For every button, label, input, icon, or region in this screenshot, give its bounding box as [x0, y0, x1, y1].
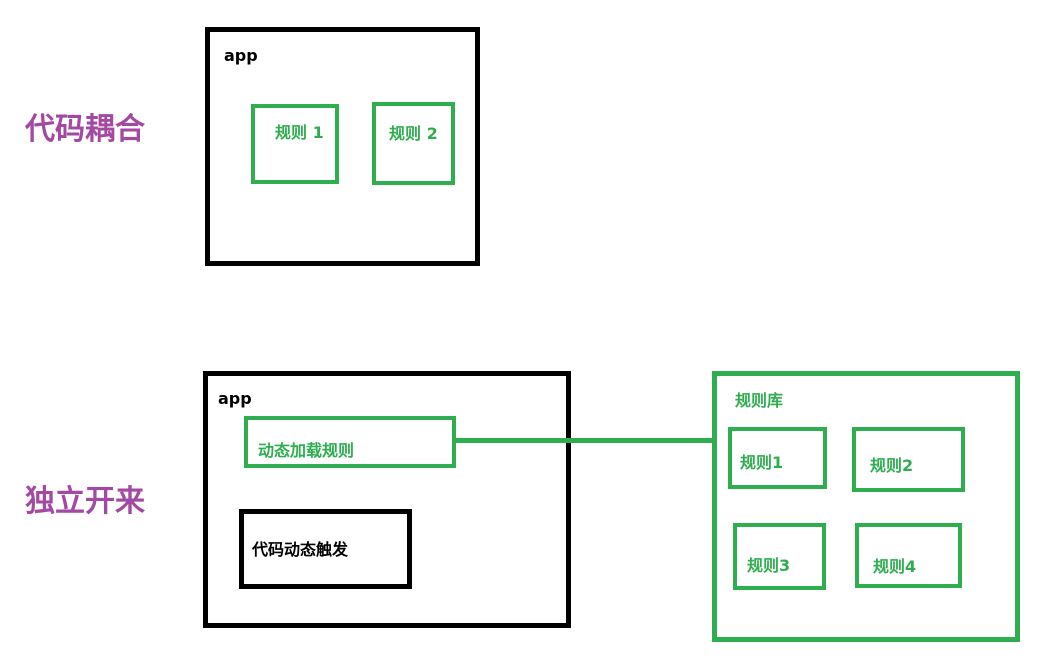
connector-line: [456, 438, 714, 443]
library-rule-label-3: 规则3: [747, 556, 791, 575]
library-rule-box-3: [733, 523, 826, 590]
app-label-independent: app: [218, 389, 252, 408]
library-rule-label-1: 规则1: [740, 453, 784, 472]
rule-label-2-coupled: 规则 2: [389, 124, 438, 143]
heading-coupled: 代码耦合: [25, 112, 145, 147]
rule-library-label: 规则库: [735, 391, 784, 410]
library-rule-box-1: [728, 427, 827, 489]
rule-box-2-coupled: [372, 102, 455, 185]
rule-box-1-coupled: [251, 104, 339, 184]
library-rule-label-2: 规则2: [870, 456, 914, 475]
rule-label-1-coupled: 规则 1: [275, 123, 324, 142]
loader-label: 动态加载规则: [258, 441, 355, 460]
app-box-coupled: [205, 27, 480, 266]
heading-independent: 独立开来: [25, 484, 145, 519]
trigger-label: 代码动态触发: [252, 540, 349, 559]
loader-box: [244, 416, 456, 468]
library-rule-label-4: 规则4: [873, 557, 917, 576]
library-rule-box-2: [852, 427, 965, 492]
library-rule-box-4: [855, 523, 962, 588]
app-box-independent: [203, 371, 571, 628]
rule-library-box: [712, 371, 1020, 642]
trigger-box: [239, 509, 412, 589]
app-label-coupled: app: [224, 46, 258, 65]
